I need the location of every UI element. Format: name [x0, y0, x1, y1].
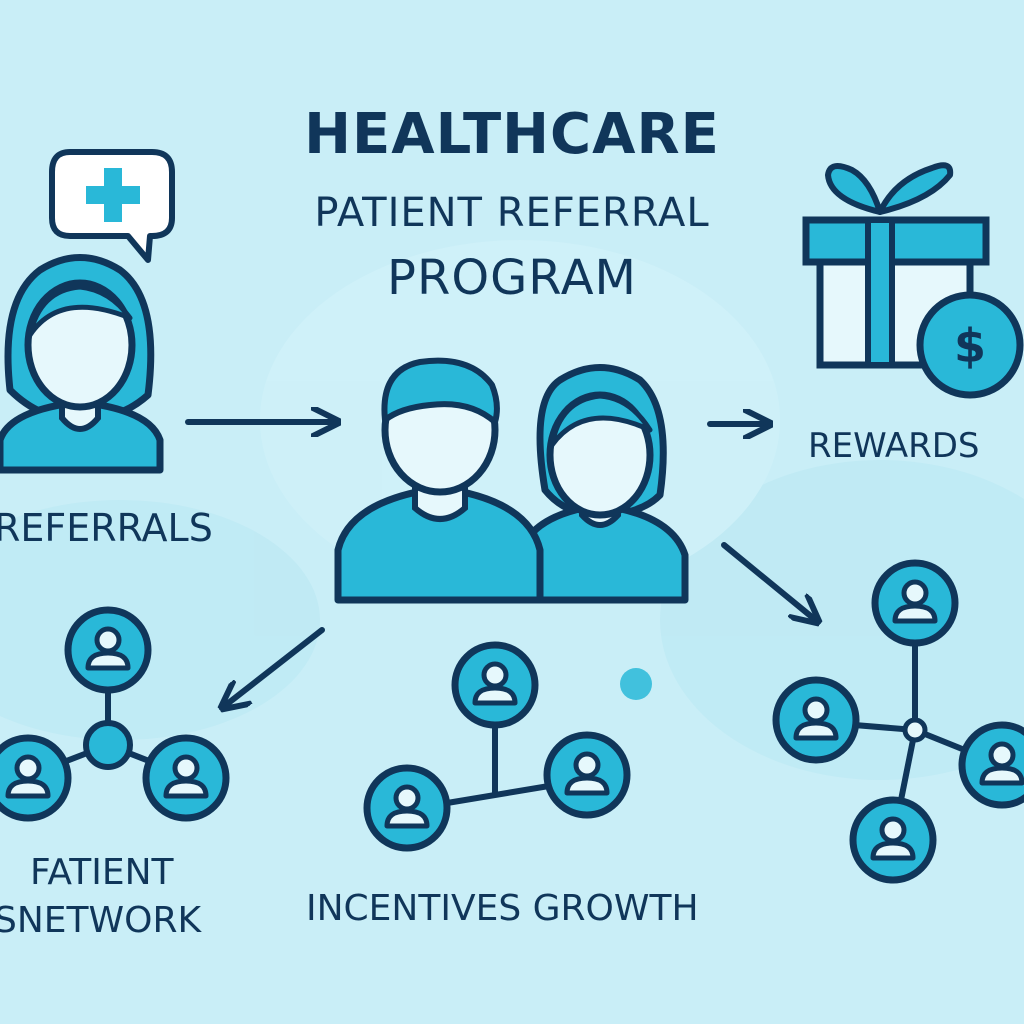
user-node-icon	[455, 645, 535, 725]
couple-icon	[334, 357, 689, 604]
medical-cross-speech-bubble-icon	[49, 149, 175, 263]
patient-network-label-line-1: FATIENT	[30, 852, 174, 893]
title-line-3: PROGRAM	[387, 250, 637, 306]
referrer-person-icon	[0, 254, 164, 474]
user-node-icon	[146, 738, 226, 818]
referral-network-diagram	[776, 563, 1024, 880]
patient-network-label-line-2: SNETWORK	[0, 900, 202, 941]
user-node-icon	[875, 563, 955, 643]
arrow-patients-to-network-left	[222, 627, 325, 708]
title-line-1: HEALTHCARE	[304, 102, 720, 167]
hub-node	[83, 720, 133, 770]
flow-arrows	[185, 422, 818, 708]
patient-network-diagram	[0, 610, 226, 818]
dollar-coin-icon: $	[916, 291, 1024, 399]
incentives-growth-diagram	[367, 645, 652, 848]
user-node-icon	[853, 800, 933, 880]
incentives-growth-label: INCENTIVES GROWTH	[306, 888, 699, 929]
arrow-patients-to-network-right	[721, 542, 818, 622]
hub-node	[902, 717, 928, 743]
user-node-icon	[962, 725, 1024, 805]
floating-dot	[620, 668, 652, 700]
user-node-icon	[547, 735, 627, 815]
title-line-2: PATIENT REFERRAL	[314, 190, 710, 236]
rewards-label: REWARDS	[808, 426, 980, 466]
user-node-icon	[776, 680, 856, 760]
svg-text:$: $	[954, 319, 986, 373]
user-node-icon	[367, 768, 447, 848]
referrals-label: REFERRALS	[0, 506, 213, 550]
user-node-icon	[68, 610, 148, 690]
user-node-icon	[0, 738, 68, 818]
